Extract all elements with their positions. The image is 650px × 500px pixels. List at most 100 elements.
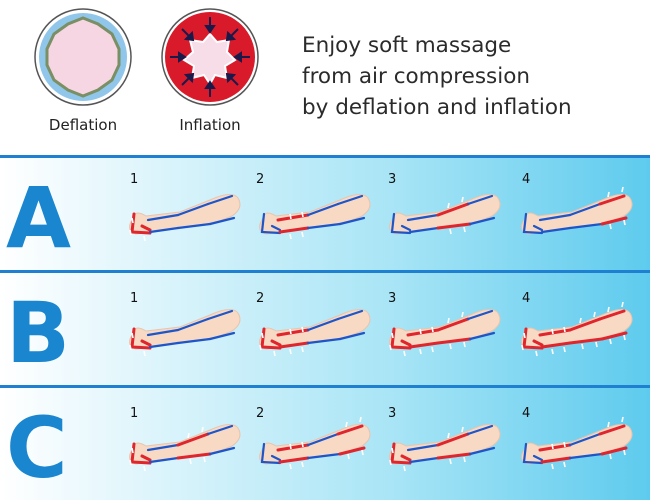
deflated-foot-segment xyxy=(522,212,544,235)
pressure-mark xyxy=(621,301,624,308)
pressure-mark xyxy=(431,326,434,333)
deflated-upper-thigh-segment xyxy=(468,216,496,226)
pressure-mark xyxy=(521,344,524,351)
pressure-mark xyxy=(289,443,292,450)
deflated-thigh-segment xyxy=(176,337,212,345)
pressure-mark xyxy=(563,326,566,333)
pressure-mark xyxy=(345,421,348,428)
deflated-thigh-segment xyxy=(306,202,340,217)
inflation-label: Inflation xyxy=(179,116,241,134)
pressure-mark xyxy=(607,421,610,428)
pressure-mark xyxy=(623,334,626,341)
pressure-mark xyxy=(563,346,566,353)
inflated-thigh-segment xyxy=(436,452,472,460)
deflated-upper-thigh-segment xyxy=(336,309,364,321)
pressure-mark xyxy=(301,441,304,448)
deflated-thigh-segment xyxy=(176,317,210,332)
pressure-mark xyxy=(189,458,192,465)
headline-line-3: by deflation and inflation xyxy=(302,95,572,120)
inflated-foot-segment xyxy=(130,327,152,350)
pressure-mark xyxy=(609,453,612,460)
deflated-calf-segment xyxy=(146,443,180,452)
deflated-upper-thigh-segment xyxy=(208,331,236,341)
pressure-mark xyxy=(551,463,554,470)
leg-diagram xyxy=(521,416,633,470)
pressure-mark xyxy=(289,213,292,220)
step-number: 4 xyxy=(522,291,531,306)
pressure-mark xyxy=(301,211,304,218)
pressure-mark xyxy=(463,226,466,233)
pressure-mark xyxy=(609,223,612,230)
leg-diagram xyxy=(129,424,241,472)
deflated-calf-segment xyxy=(148,456,180,464)
pressure-mark xyxy=(289,348,292,355)
deflated-foot-segment xyxy=(260,212,282,235)
step-number: 1 xyxy=(130,172,139,187)
inflated-thigh-segment xyxy=(568,337,604,345)
pressure-mark xyxy=(461,311,464,318)
pressure-mark xyxy=(447,317,450,324)
deflated-calf-segment xyxy=(146,213,180,222)
deflated-thigh-segment xyxy=(568,222,604,230)
inflation-diagram: Inflation xyxy=(155,4,265,134)
headline-line-2: from air compression xyxy=(302,64,531,89)
deflated-foot-segment xyxy=(390,212,412,235)
pressure-mark xyxy=(203,456,206,463)
inflated-foot-segment xyxy=(130,212,152,235)
deflated-upper-thigh-segment xyxy=(206,194,234,206)
pressure-mark xyxy=(359,416,362,423)
pressure-mark xyxy=(389,459,392,466)
step-number: 4 xyxy=(522,406,531,421)
leg-diagram xyxy=(259,194,371,240)
deflated-thigh-segment xyxy=(306,222,342,230)
deflated-foot-segment xyxy=(522,442,544,465)
pressure-mark xyxy=(187,432,190,439)
leg-diagram xyxy=(389,309,501,357)
inflated-thigh-segment xyxy=(436,337,472,345)
deflated-foot-segment xyxy=(532,224,544,232)
pressure-mark xyxy=(621,186,624,193)
deflated-thigh-segment xyxy=(176,222,212,230)
row-divider xyxy=(0,155,650,158)
row-letter-a: A xyxy=(6,169,72,267)
deflated-calf-segment xyxy=(408,226,440,234)
pressure-mark xyxy=(449,343,452,350)
inflated-foot-segment xyxy=(130,442,152,465)
deflated-upper-thigh-segment xyxy=(206,309,234,321)
deflated-thigh-segment xyxy=(568,432,602,447)
inflated-calf-segment xyxy=(278,226,310,234)
pressure-mark xyxy=(419,328,422,335)
pressure-mark xyxy=(389,344,392,351)
pressure-mark xyxy=(581,343,584,350)
deflated-upper-thigh-segment xyxy=(338,216,366,226)
pressure-mark xyxy=(449,228,452,235)
pressure-mark xyxy=(447,202,450,209)
step-number: 1 xyxy=(130,406,139,421)
inflated-upper-thigh-segment xyxy=(600,331,628,341)
row-divider xyxy=(0,385,650,388)
leg-diagram xyxy=(259,416,371,470)
pressure-mark xyxy=(563,441,566,448)
inflated-upper-thigh-segment xyxy=(598,424,626,436)
deflated-calf-segment xyxy=(148,226,180,234)
deflated-upper-thigh-segment xyxy=(206,424,234,436)
inflated-thigh-segment xyxy=(176,432,210,447)
row-letter-c: C xyxy=(6,399,68,497)
pressure-mark xyxy=(131,447,134,454)
inflated-thigh-segment xyxy=(436,202,470,217)
pressure-mark xyxy=(461,196,464,203)
step-number: 2 xyxy=(256,291,265,306)
pressure-mark xyxy=(563,461,566,468)
deflated-foot-segment xyxy=(400,224,412,232)
pressure-mark xyxy=(131,217,134,224)
inflated-foot-segment xyxy=(390,327,412,350)
pressure-mark xyxy=(621,416,624,423)
step-number: 2 xyxy=(256,172,265,187)
pressure-mark xyxy=(607,306,610,313)
step-number: 3 xyxy=(388,406,397,421)
pressure-mark xyxy=(129,459,132,466)
leg-diagram xyxy=(521,301,633,357)
pressure-mark xyxy=(289,233,292,240)
pressure-mark xyxy=(403,350,406,357)
